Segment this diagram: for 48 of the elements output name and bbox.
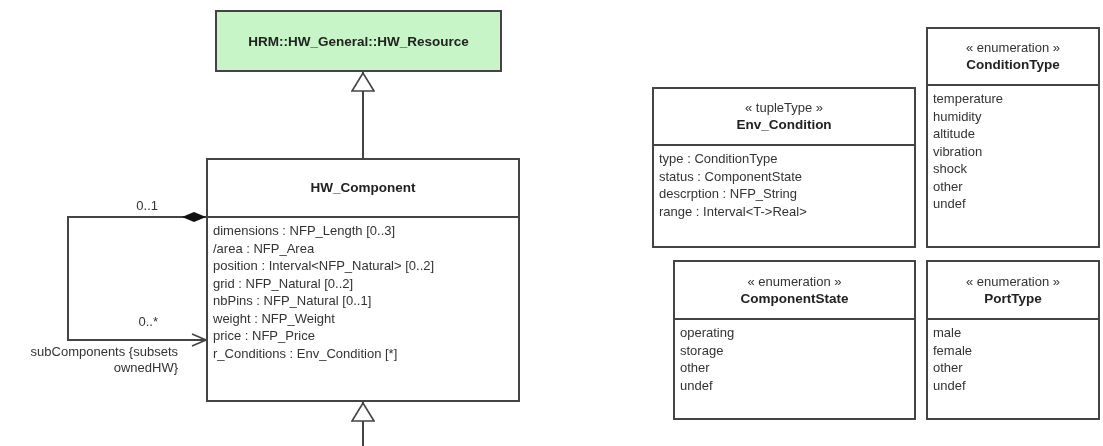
attribute-text: price : NFP_Price — [213, 327, 315, 345]
attribute-text: other — [933, 359, 963, 377]
attribute-text: nbPins : NFP_Natural [0..1] — [213, 292, 372, 310]
attribute-text: type : ConditionType — [659, 150, 778, 168]
attribute-text: shock — [933, 160, 967, 178]
class-box — [673, 260, 916, 420]
attribute-text: storage — [680, 341, 724, 359]
class-box — [215, 10, 502, 72]
attribute-text: status : ComponentState — [659, 167, 803, 185]
stereotype-label: « tupleType » — [744, 99, 824, 116]
attribute-text: vibration — [933, 142, 983, 160]
generalization-arrow — [351, 71, 375, 159]
generalization-arrow — [351, 401, 375, 446]
association-arrow — [67, 212, 207, 347]
stereotype-label: « enumeration » — [966, 272, 1060, 290]
class-name: ComponentState — [740, 289, 849, 308]
stereotype-label: « enumeration » — [966, 39, 1060, 56]
attribute-text: grid : NFP_Natural [0..2] — [213, 274, 354, 292]
attribute-text: altitude — [933, 125, 975, 143]
class-box — [926, 260, 1100, 420]
multiplicity-label: 0..1 — [135, 198, 158, 213]
attribute-text: other — [680, 359, 710, 377]
class-name: HW_Component — [310, 179, 416, 197]
attribute-text: range : Interval<T->Real> — [659, 202, 807, 220]
class-name: HRM::HW_General::HW_Resource — [248, 33, 469, 51]
attribute-text: humidity — [933, 107, 982, 125]
attribute-text: dimensions : NFP_Length [0..3] — [213, 222, 396, 240]
attribute-text: descrption : NFP_String — [659, 185, 797, 203]
class-name: Env_Condition — [736, 116, 832, 134]
class-name: PortType — [984, 289, 1042, 308]
multiplicity-label: 0..* — [137, 314, 158, 329]
attribute-text: position : Interval<NFP_Natural> [0..2] — [213, 257, 435, 275]
attribute-text: female — [933, 341, 973, 359]
attribute-text: undef — [933, 195, 966, 213]
attribute-text: operating — [680, 324, 735, 342]
attribute-text: other — [933, 177, 963, 195]
attribute-text: undef — [680, 376, 713, 394]
attribute-text: weight : NFP_Weight — [213, 309, 335, 327]
attribute-text: r_Conditions : Env_Condition [*] — [213, 344, 398, 362]
class-box — [206, 158, 520, 402]
class-box — [652, 87, 916, 248]
attribute-text: temperature — [933, 90, 1004, 108]
attribute-text: /area : NFP_Area — [213, 239, 315, 257]
attribute-text: undef — [933, 376, 966, 394]
stereotype-label: « enumeration » — [747, 272, 842, 290]
class-name: ConditionType — [966, 56, 1060, 74]
class-box — [926, 27, 1100, 248]
attribute-text: male — [933, 324, 962, 342]
